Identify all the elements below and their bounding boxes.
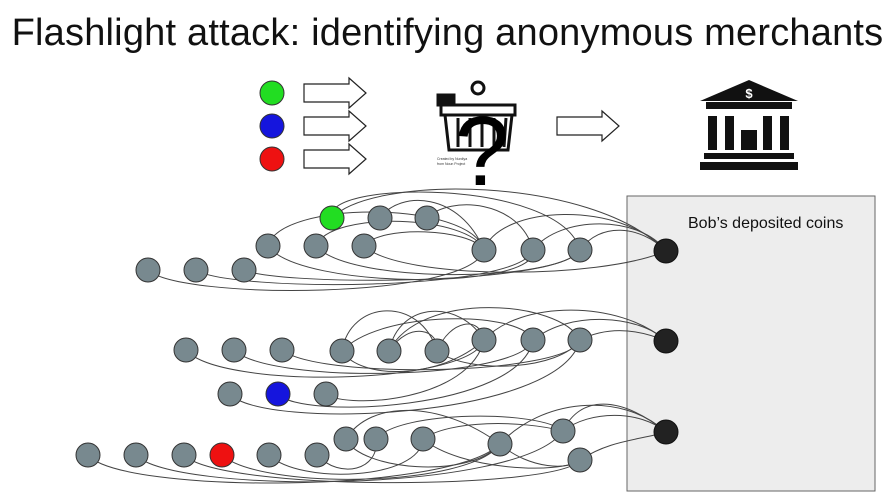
coin-node — [550, 418, 576, 444]
coin-node — [414, 205, 440, 231]
coin-node — [123, 442, 149, 468]
coin-node — [319, 205, 345, 231]
icon-credit-line-1: Created by Nurdiya — [437, 157, 467, 161]
coin-node — [303, 233, 329, 259]
coin-node — [471, 237, 497, 263]
coin-node — [363, 426, 389, 452]
slide-title: Flashlight attack: identifying anonymous… — [11, 12, 884, 54]
coin-node — [410, 426, 436, 452]
coin-node — [269, 337, 295, 363]
coin-node — [424, 338, 450, 364]
coin-node — [487, 431, 513, 457]
coin-node — [135, 257, 161, 283]
arrow-icon — [303, 109, 367, 143]
green-coin-icon — [259, 80, 285, 106]
coin-node — [471, 327, 497, 353]
coin-node — [520, 237, 546, 263]
coin-node — [183, 257, 209, 283]
deposit-box-label: Bob’s deposited coins — [688, 215, 844, 232]
coin-node — [75, 442, 101, 468]
coin-node — [209, 442, 235, 468]
coin-node — [567, 237, 593, 263]
arrow-icon — [303, 142, 367, 176]
deposited-coin — [653, 328, 679, 354]
red-coin-icon — [259, 146, 285, 172]
coin-node — [567, 447, 593, 473]
coin-graph-edges — [87, 188, 667, 484]
coin-node — [329, 338, 355, 364]
coin-node — [255, 233, 281, 259]
coin-node — [171, 442, 197, 468]
coin-node — [304, 442, 330, 468]
bank-dollar-sign: $ — [745, 86, 753, 101]
arrow-icon — [556, 109, 620, 143]
coin-node — [265, 381, 291, 407]
coin-node — [221, 337, 247, 363]
coin-node — [333, 426, 359, 452]
shopping-basket-icon — [436, 80, 517, 152]
coin-node — [520, 327, 546, 353]
deposited-coin — [653, 238, 679, 264]
arrow-icon — [303, 76, 367, 110]
coin-node — [351, 233, 377, 259]
coin-node — [231, 257, 257, 283]
coin-node — [567, 327, 593, 353]
question-mark-icon: ? — [455, 96, 510, 206]
blue-coin-icon — [259, 113, 285, 139]
coin-node — [217, 381, 243, 407]
coin-node — [376, 338, 402, 364]
coin-node — [367, 205, 393, 231]
coin-node — [256, 442, 282, 468]
coin-node — [173, 337, 199, 363]
coin-node — [313, 381, 339, 407]
bank-icon — [700, 80, 798, 170]
deposited-coin — [653, 419, 679, 445]
icon-credit-line-2: from Noun Project — [437, 162, 465, 166]
